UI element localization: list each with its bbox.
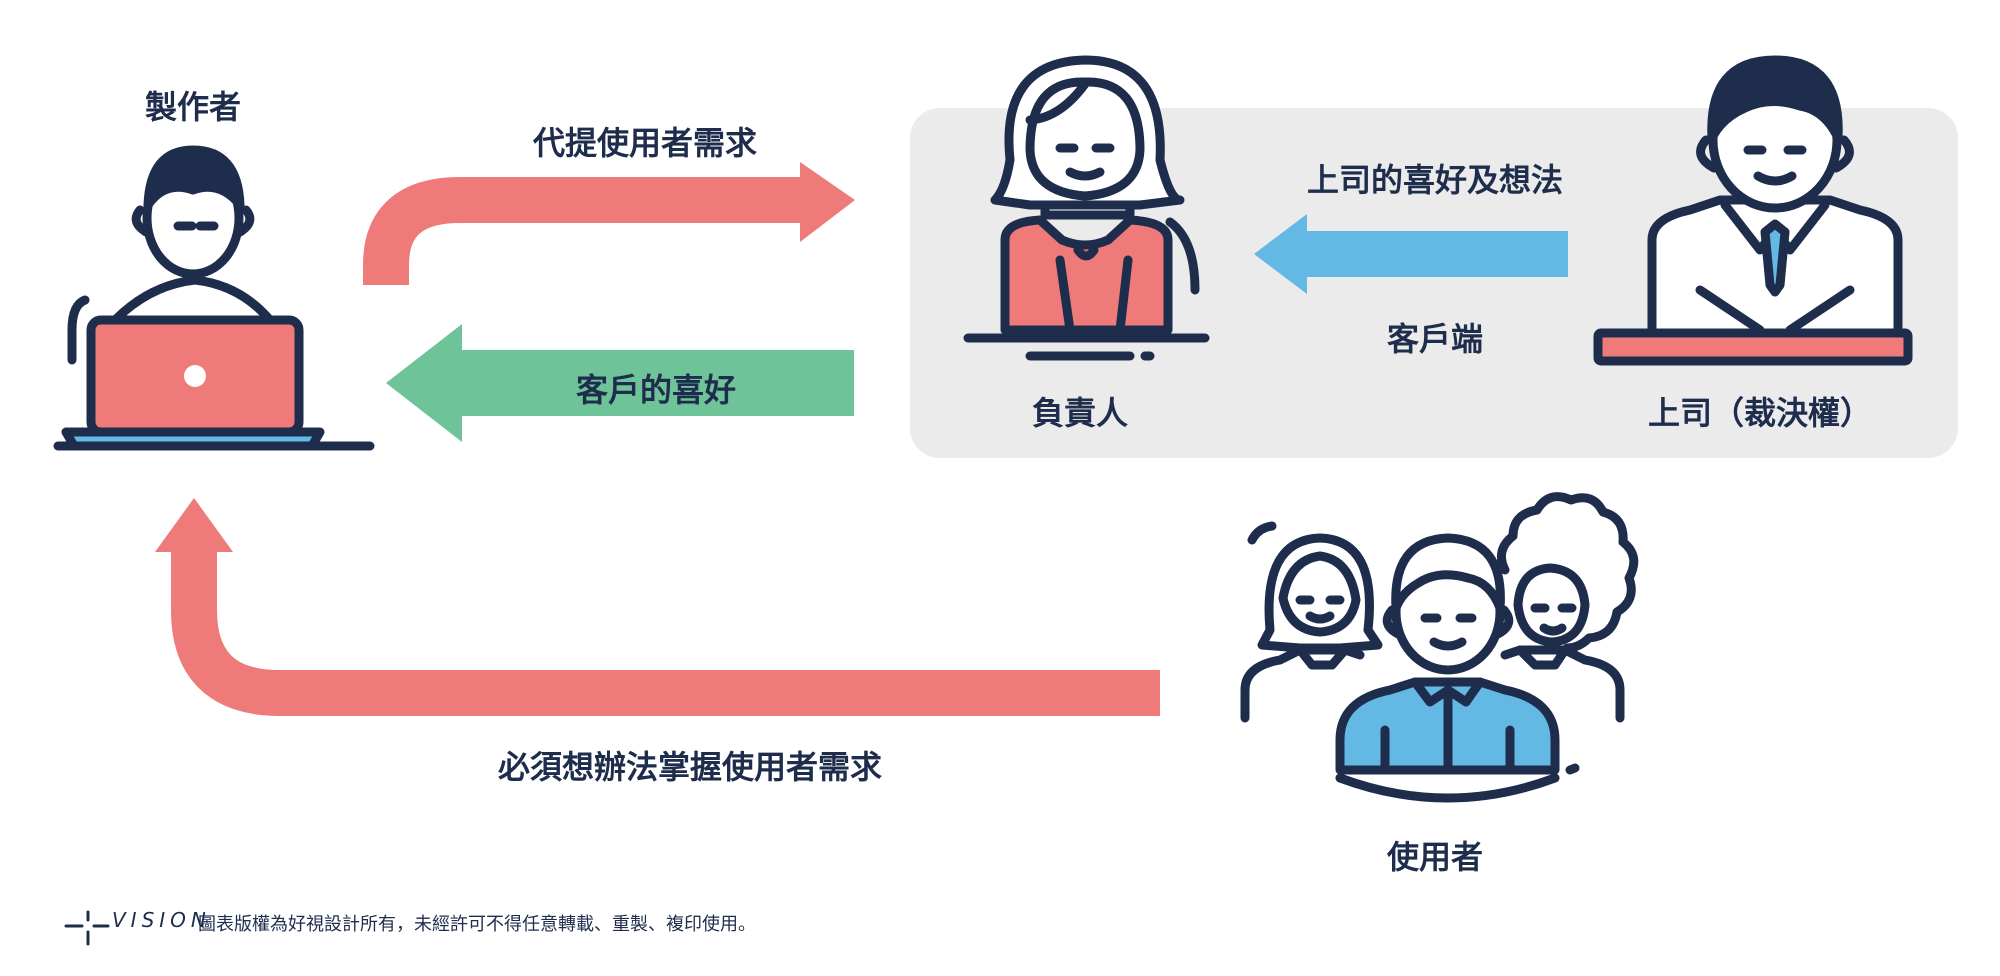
woman-icon [963, 55, 1210, 361]
group-of-people-icon [1240, 492, 1639, 803]
user-needs-label: 必須想辦法掌握使用者需求 [497, 748, 883, 786]
client-pref-label: 客戶的喜好 [575, 371, 737, 409]
vision-logo-text: VISION [112, 908, 211, 932]
vision-logo: VISION [112, 908, 211, 932]
proxy-needs-label: 代提使用者需求 [532, 124, 758, 162]
manager-label: 負責人 [1031, 394, 1129, 432]
person-with-laptop-icon [53, 145, 375, 451]
maker-label: 製作者 [144, 88, 242, 126]
client-panel-label: 客戶端 [1386, 320, 1484, 358]
arrow-user-needs [155, 498, 1160, 716]
vision-logo-mark [64, 910, 110, 946]
arrow-client-pref [386, 324, 854, 442]
boss-pref-label: 上司的喜好及想法 [1306, 161, 1564, 199]
users-label: 使用者 [1386, 838, 1484, 876]
boss-label: 上司（裁決權） [1647, 394, 1873, 432]
arrow-boss-pref [1254, 214, 1568, 294]
businessman-icon [1593, 55, 1913, 366]
copyright-note: 圖表版權為好視設計所有，未經許可不得任意轉載、重製、複印使用。 [198, 914, 756, 935]
arrow-proxy-needs [363, 162, 855, 285]
